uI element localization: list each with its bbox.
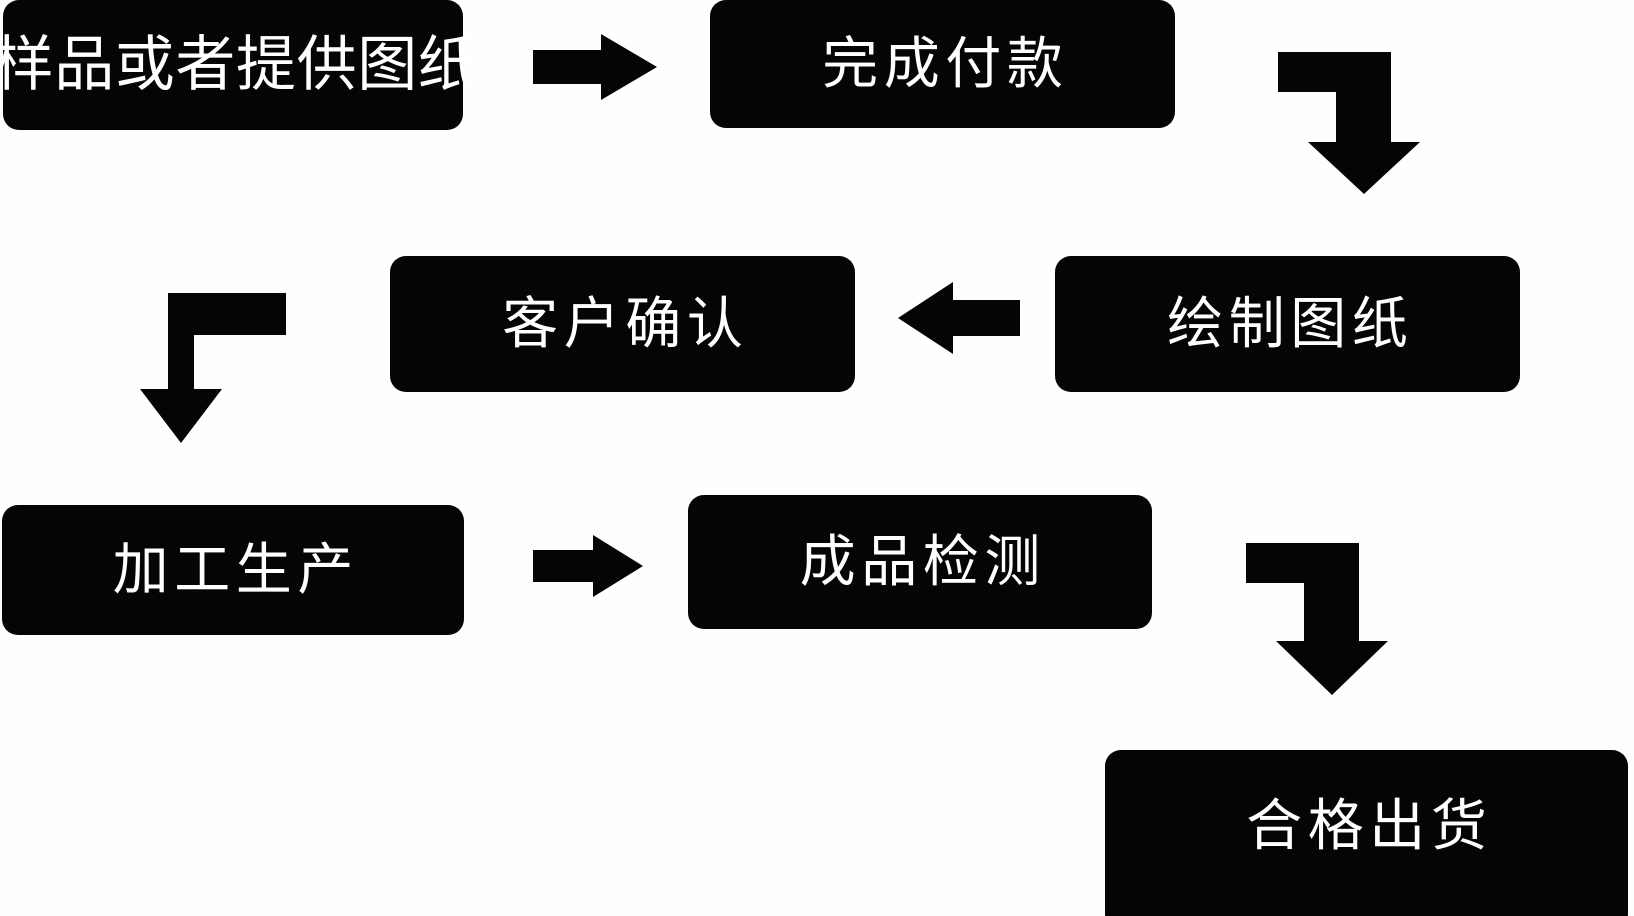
node-ship-label: 合格出货: [1246, 794, 1493, 857]
node-inspect-label: 成品检测: [799, 530, 1046, 593]
node-confirm[interactable]: 客户确认: [390, 256, 855, 392]
node-sample-label: 样品或者提供图纸: [0, 31, 479, 98]
node-draw[interactable]: 绘制图纸: [1055, 256, 1520, 392]
arrow-right-icon-sample-to-payment: [533, 34, 657, 100]
elbow-right-down-icon-payment-to-draw: [1278, 52, 1420, 194]
node-confirm-label: 客户确认: [502, 292, 749, 355]
node-draw-label: 绘制图纸: [1167, 292, 1414, 355]
node-sample[interactable]: 样品或者提供图纸: [0, 0, 478, 130]
node-payment[interactable]: 完成付款: [710, 0, 1175, 128]
elbow-left-down-icon-confirm-to-produce: [136, 293, 286, 443]
elbow-right-down-icon-inspect-to-ship: [1246, 543, 1388, 695]
node-produce[interactable]: 加工生产: [2, 505, 464, 635]
node-inspect[interactable]: 成品检测: [688, 495, 1152, 629]
node-payment-label: 完成付款: [822, 32, 1069, 95]
node-produce-label: 加工生产: [112, 538, 359, 601]
arrow-right-icon-produce-to-inspect: [533, 535, 643, 597]
arrow-left-icon-draw-to-confirm: [898, 282, 1020, 354]
node-ship[interactable]: 合格出货: [1105, 750, 1628, 916]
